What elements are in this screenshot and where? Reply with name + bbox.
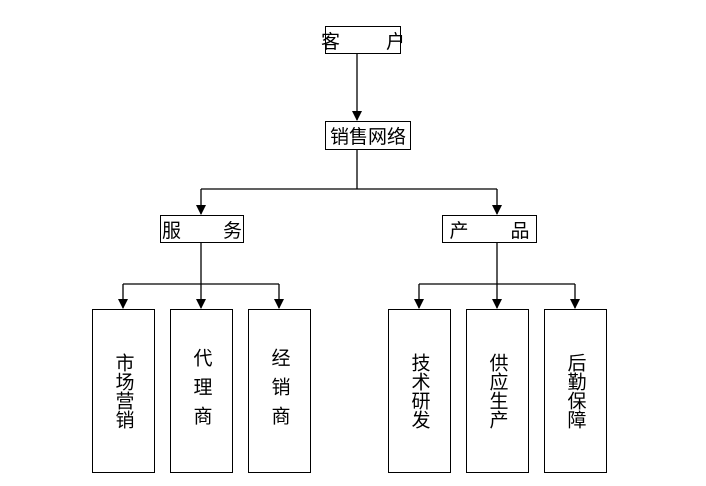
node-supply: 供应生产	[466, 309, 529, 473]
node-dealer-label: 经销商	[268, 347, 291, 435]
node-rnd-label: 技术研发	[408, 353, 431, 429]
node-agent: 代理商	[170, 309, 233, 473]
node-customer-label: 客 户	[320, 30, 426, 53]
node-logistics: 后勤保障	[544, 309, 607, 473]
node-marketing: 市场营销	[92, 309, 155, 473]
node-agent-label: 代理商	[190, 347, 213, 435]
node-dealer: 经销商	[248, 309, 311, 473]
node-product: 产 品	[442, 215, 537, 243]
node-marketing-label: 市场营销	[112, 353, 135, 429]
node-logistics-label: 后勤保障	[564, 353, 587, 429]
node-sales-network-label: 销售网络	[329, 126, 406, 148]
node-sales-network: 销售网络	[325, 121, 411, 150]
node-rnd: 技术研发	[388, 309, 451, 473]
node-customer: 客 户	[321, 26, 405, 54]
node-product-label: 产 品	[449, 219, 548, 242]
node-service-label: 服 务	[161, 219, 261, 242]
node-supply-label: 供应生产	[486, 353, 509, 429]
node-service: 服 务	[160, 215, 244, 243]
